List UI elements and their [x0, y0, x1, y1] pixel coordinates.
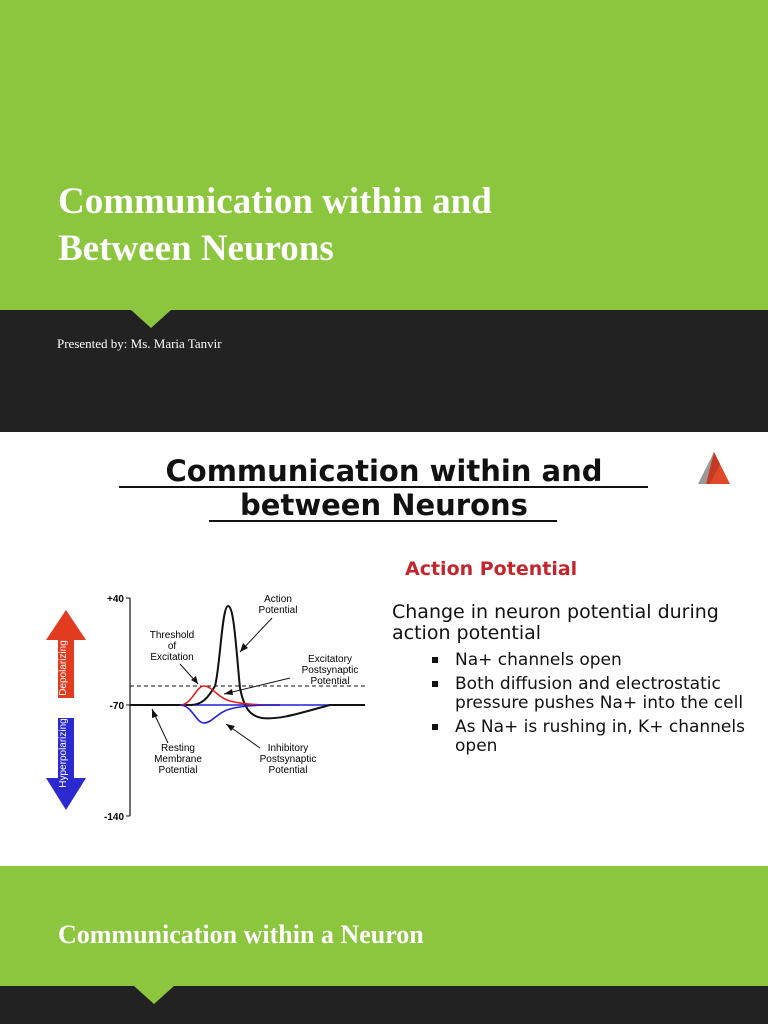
arrowhead-icon: [224, 689, 233, 695]
slide-heading: Communication within and between Neurons: [0, 454, 768, 522]
action-potential-label: Potential: [259, 605, 298, 616]
title-slide-banner: [0, 0, 768, 310]
arrowhead-icon: [226, 724, 235, 731]
description-text: Change in neuron potential during action…: [392, 601, 719, 644]
y-tick-label: +40: [107, 594, 124, 605]
ipsp-label: Postsynaptic: [260, 754, 317, 765]
epsp-label: Excitatory: [308, 654, 352, 665]
heading-underline-1: [119, 486, 648, 488]
presenter-text: Presented by: Ms. Maria Tanvir: [57, 336, 222, 351]
y-tick-label: -70: [110, 701, 125, 712]
bullet-list: Na+ channels open Both diffusion and ele…: [432, 651, 768, 761]
bullet-item: Na+ channels open: [432, 651, 768, 670]
depolarizing-arrow-icon: [46, 610, 86, 698]
action-potential-figure: Depolarizing Hyperpolarizing +40 -70 -14…: [46, 594, 365, 823]
banner-notch: [134, 986, 174, 1004]
y-tick-label: -140: [104, 812, 124, 823]
heading-underline-2: [209, 520, 557, 522]
arrowhead-icon: [240, 643, 248, 652]
section-slide-footer-band: [0, 986, 768, 1024]
slide-heading-line-2: between Neurons: [240, 488, 528, 522]
depolarizing-label: Depolarizing: [58, 640, 69, 696]
title-slide-heading: Communication within and Between Neurons: [58, 178, 678, 272]
ipsp-curve: [179, 704, 281, 724]
threshold-label: of: [168, 641, 177, 652]
title-line-2: Between Neurons: [58, 228, 334, 269]
title-line-1: Communication within and: [58, 181, 492, 222]
section-slide-heading: Communication within a Neuron: [58, 920, 424, 949]
arrowhead-icon: [152, 709, 158, 718]
epsp-label: Postsynaptic: [302, 665, 359, 676]
slide-heading-line-1: Communication within and: [165, 454, 603, 488]
bullet-item: Both diffusion and electrostatic pressur…: [432, 675, 768, 713]
title-slide-footer-band: [0, 310, 768, 432]
resting-label: Resting: [161, 743, 195, 754]
arrowhead-icon: [191, 676, 198, 684]
section-slide-banner: [0, 866, 768, 986]
banner-notch: [131, 310, 171, 328]
action-potential-slide: Communication within and between Neurons…: [0, 432, 768, 866]
epsp-curve: [179, 685, 281, 706]
logo-icon: [698, 452, 730, 484]
action-potential-curve: [130, 604, 365, 720]
bullet-item: As Na+ is rushing in, K+ channels open: [432, 718, 768, 756]
ipsp-label: Potential: [269, 765, 308, 776]
hyperpolarizing-arrow-icon: [46, 718, 86, 810]
hyperpolarizing-label: Hyperpolarizing: [58, 718, 69, 787]
resting-label: Membrane: [154, 754, 202, 765]
section-heading: Action Potential: [405, 558, 578, 580]
action-potential-label: Action: [264, 594, 292, 605]
resting-label: Potential: [159, 765, 198, 776]
threshold-label: Threshold: [150, 630, 194, 641]
threshold-label: Excitation: [150, 652, 193, 663]
epsp-label: Potential: [311, 676, 350, 687]
ipsp-label: Inhibitory: [268, 743, 309, 754]
epsp-pointer: [223, 677, 291, 695]
